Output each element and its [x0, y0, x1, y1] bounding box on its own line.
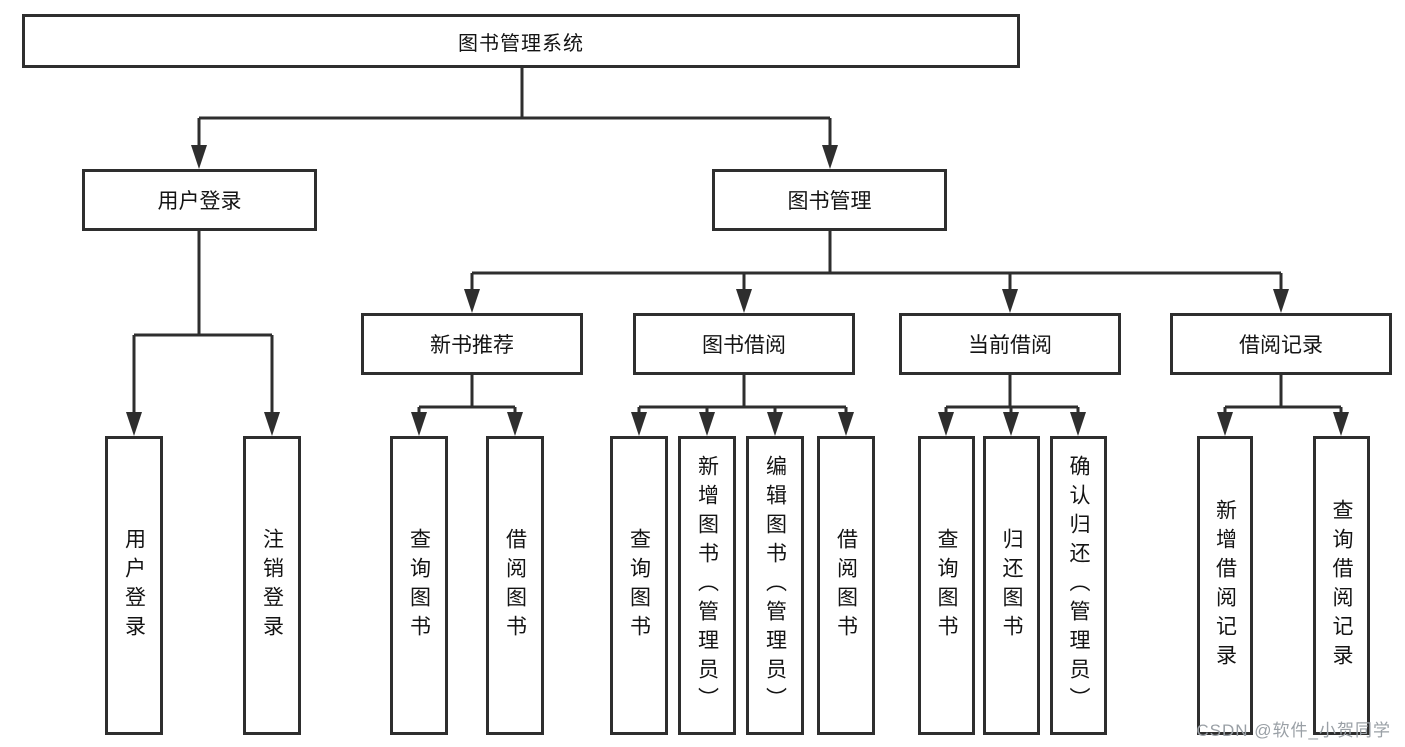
node-label: 当前借阅	[968, 334, 1052, 357]
node-label: 新增图书（管理员）	[695, 455, 719, 716]
node-nbr-borrow-books: 借阅图书	[486, 436, 544, 735]
node-label: 查询图书	[627, 527, 651, 644]
node-label: 查询借阅记录	[1330, 498, 1353, 673]
node-label: 新增借阅记录	[1213, 498, 1237, 673]
node-leaf-user-login: 用户登录	[105, 436, 163, 735]
node-user-login: 用户登录	[82, 169, 317, 231]
node-cb-confirm-return-admin: 确认归还（管理员）	[1050, 436, 1107, 735]
node-label: 确认归还（管理员）	[1067, 455, 1090, 716]
node-label: 查询图书	[935, 527, 958, 644]
node-label: 图书管理系统	[458, 32, 584, 55]
node-label: 编辑图书（管理员）	[763, 455, 787, 716]
node-cb-query-books: 查询图书	[918, 436, 975, 735]
node-label: 借阅图书	[834, 527, 858, 644]
node-label: 查询图书	[407, 527, 431, 644]
csdn-watermark: CSDN @软件_小贺同学	[1196, 721, 1391, 740]
node-label: 图书借阅	[702, 334, 786, 357]
node-label: 借阅记录	[1239, 334, 1323, 357]
node-borrowing-records: 借阅记录	[1170, 313, 1392, 375]
node-label: 图书管理	[787, 190, 872, 213]
node-bb-add-books-admin: 新增图书（管理员）	[678, 436, 736, 735]
node-label: 注销登录	[260, 527, 284, 644]
node-cb-return-books: 归还图书	[983, 436, 1040, 735]
arrowhead-icons	[126, 145, 1349, 436]
node-label: 新书推荐	[430, 334, 514, 357]
node-br-query-borrow-record: 查询借阅记录	[1313, 436, 1370, 735]
node-book-management: 图书管理	[712, 169, 947, 231]
node-bb-edit-books-admin: 编辑图书（管理员）	[746, 436, 804, 735]
node-label: 归还图书	[1000, 527, 1023, 644]
node-leaf-logout: 注销登录	[243, 436, 301, 735]
node-label: 用户登录	[157, 190, 242, 213]
node-bb-borrow-books: 借阅图书	[817, 436, 875, 735]
node-new-book-recommendation: 新书推荐	[361, 313, 583, 375]
node-label: 用户登录	[122, 527, 146, 644]
node-br-add-borrow-record: 新增借阅记录	[1197, 436, 1253, 735]
node-nbr-query-books: 查询图书	[390, 436, 448, 735]
node-current-borrowing: 当前借阅	[899, 313, 1121, 375]
node-bb-query-books: 查询图书	[610, 436, 668, 735]
node-library-management-system: 图书管理系统	[22, 14, 1020, 68]
node-label: 借阅图书	[503, 527, 527, 644]
node-book-borrowing: 图书借阅	[633, 313, 855, 375]
